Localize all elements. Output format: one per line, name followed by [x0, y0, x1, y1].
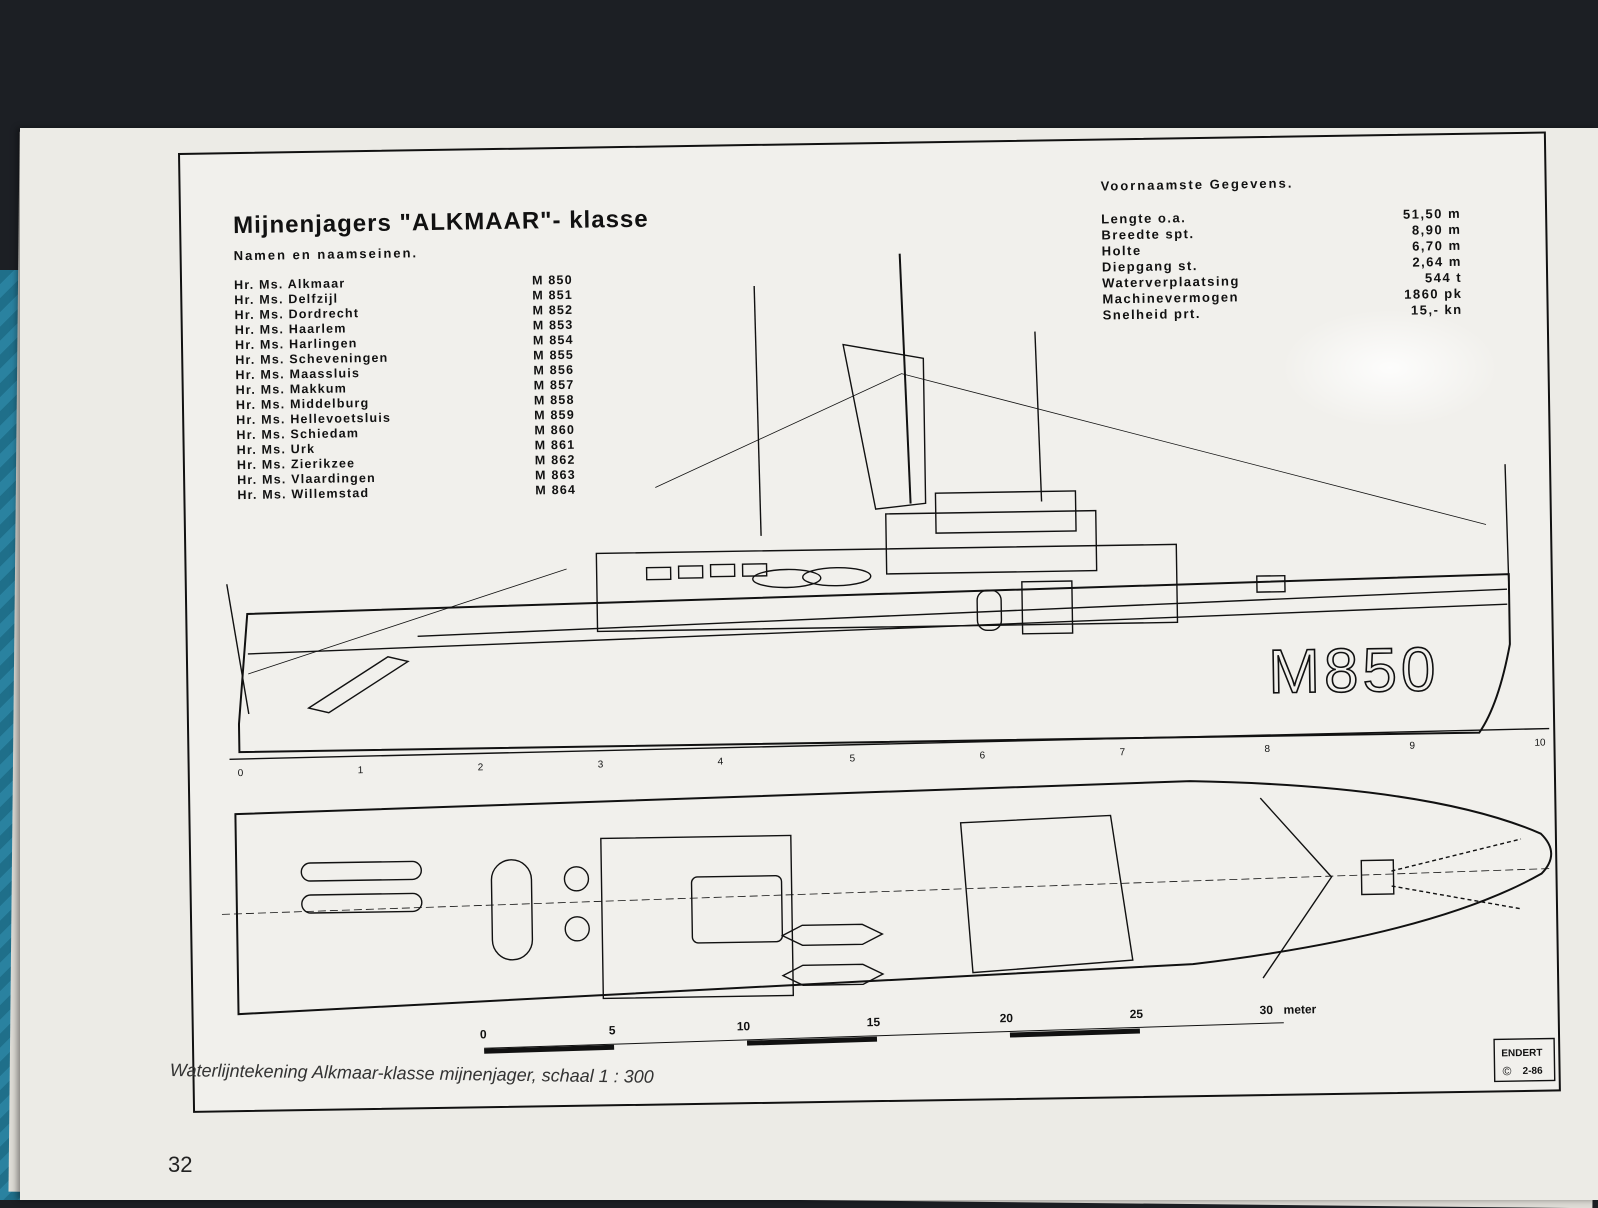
copyright-icon: ©	[1502, 1064, 1511, 1078]
centerline	[221, 868, 1552, 915]
signature-name: ENDERT	[1501, 1048, 1542, 1060]
radio-mast-2	[1034, 331, 1043, 502]
funnel	[842, 343, 927, 510]
rigging-wire	[655, 373, 1487, 525]
station-tick-label: 9	[1409, 741, 1415, 752]
station-tick-label: 6	[979, 750, 985, 761]
stern-mast	[226, 584, 250, 715]
scale-bar: 0 5 10 15 20 25 30 meter	[480, 1002, 1317, 1054]
scale-tick-label: 20	[1000, 1011, 1014, 1025]
plan-view	[221, 780, 1553, 1016]
scale-bar-segment	[746, 1036, 878, 1046]
page-number: 32	[168, 1152, 193, 1177]
hull-number: M850	[1268, 635, 1440, 707]
book-page: Mijnenjagers "ALKMAAR"- klasse Namen en …	[20, 128, 1598, 1200]
station-tick-label: 0	[238, 768, 244, 779]
scale-bar-segment	[484, 1044, 615, 1054]
scale-unit: meter	[1283, 1002, 1316, 1017]
deck-line	[247, 603, 1508, 655]
scale-tick-label: 30	[1259, 1003, 1273, 1017]
ship-drawing: M850 0 1 2 3 4 5 6 7 8 9 10	[221, 253, 1556, 1083]
signature-date: 2-86	[1523, 1066, 1544, 1077]
main-mast	[898, 253, 912, 504]
hatch	[563, 866, 590, 892]
door	[976, 589, 1003, 632]
scale-tick-label: 10	[737, 1019, 751, 1033]
porthole	[709, 563, 736, 578]
scale-tick-label: 0	[480, 1027, 487, 1041]
side-profile	[226, 253, 1511, 754]
hull-outline	[237, 573, 1511, 754]
station-tick-label: 8	[1264, 744, 1270, 755]
scale-tick-label: 25	[1130, 1007, 1144, 1021]
bulwark-rail	[417, 588, 1508, 637]
station-tick-label: 7	[1119, 747, 1125, 758]
station-line	[229, 727, 1550, 760]
anchor-winch	[1360, 859, 1395, 896]
bridge	[934, 490, 1077, 534]
rigging-wire-aft	[248, 568, 567, 675]
station-tick-label: 2	[478, 762, 484, 773]
deckhouse-plan	[600, 834, 795, 1000]
scale-bar-segment	[1009, 1028, 1140, 1038]
stern-gear	[301, 892, 423, 914]
deckhouse-upper	[885, 509, 1098, 575]
station-tick-label: 5	[850, 753, 856, 764]
porthole	[677, 565, 704, 579]
liferaft	[802, 566, 872, 587]
station-ticks: 0 1 2 3 4 5 6 7 8 9 10	[238, 738, 1546, 780]
raft-plan	[780, 923, 884, 946]
bow-gun	[1256, 574, 1286, 593]
drawing-frame: Mijnenjagers "ALKMAAR"- klasse Namen en …	[178, 131, 1561, 1113]
mast-platform	[690, 875, 784, 944]
bow-mast	[1504, 464, 1510, 595]
station-tick-label: 1	[358, 765, 364, 776]
scale-tick-label: 15	[867, 1015, 881, 1029]
station-tick-label: 3	[598, 759, 604, 770]
signature-box	[1493, 1037, 1556, 1083]
stern-gear	[300, 860, 422, 882]
porthole	[645, 566, 672, 581]
deck-plan-outline	[234, 780, 1553, 1016]
scale-tick-label: 5	[609, 1023, 616, 1037]
porthole	[741, 563, 768, 577]
radio-mast-1	[753, 285, 762, 536]
anchor-chain	[1391, 838, 1523, 910]
raft-plan	[781, 963, 885, 986]
door	[1021, 580, 1074, 635]
station-tick-label: 10	[1534, 738, 1546, 749]
liferaft	[752, 568, 822, 589]
station-tick-label: 4	[718, 757, 724, 768]
scale-bar-line	[484, 1022, 1284, 1049]
sonar-boom	[306, 656, 410, 714]
bridge-plan	[959, 814, 1134, 974]
foredeck-line	[1259, 797, 1333, 979]
signature-stamp: ENDERT © 2-86	[1493, 1037, 1556, 1083]
rib-boat	[490, 859, 534, 961]
light-glare	[1280, 308, 1500, 428]
hatch	[564, 916, 590, 942]
